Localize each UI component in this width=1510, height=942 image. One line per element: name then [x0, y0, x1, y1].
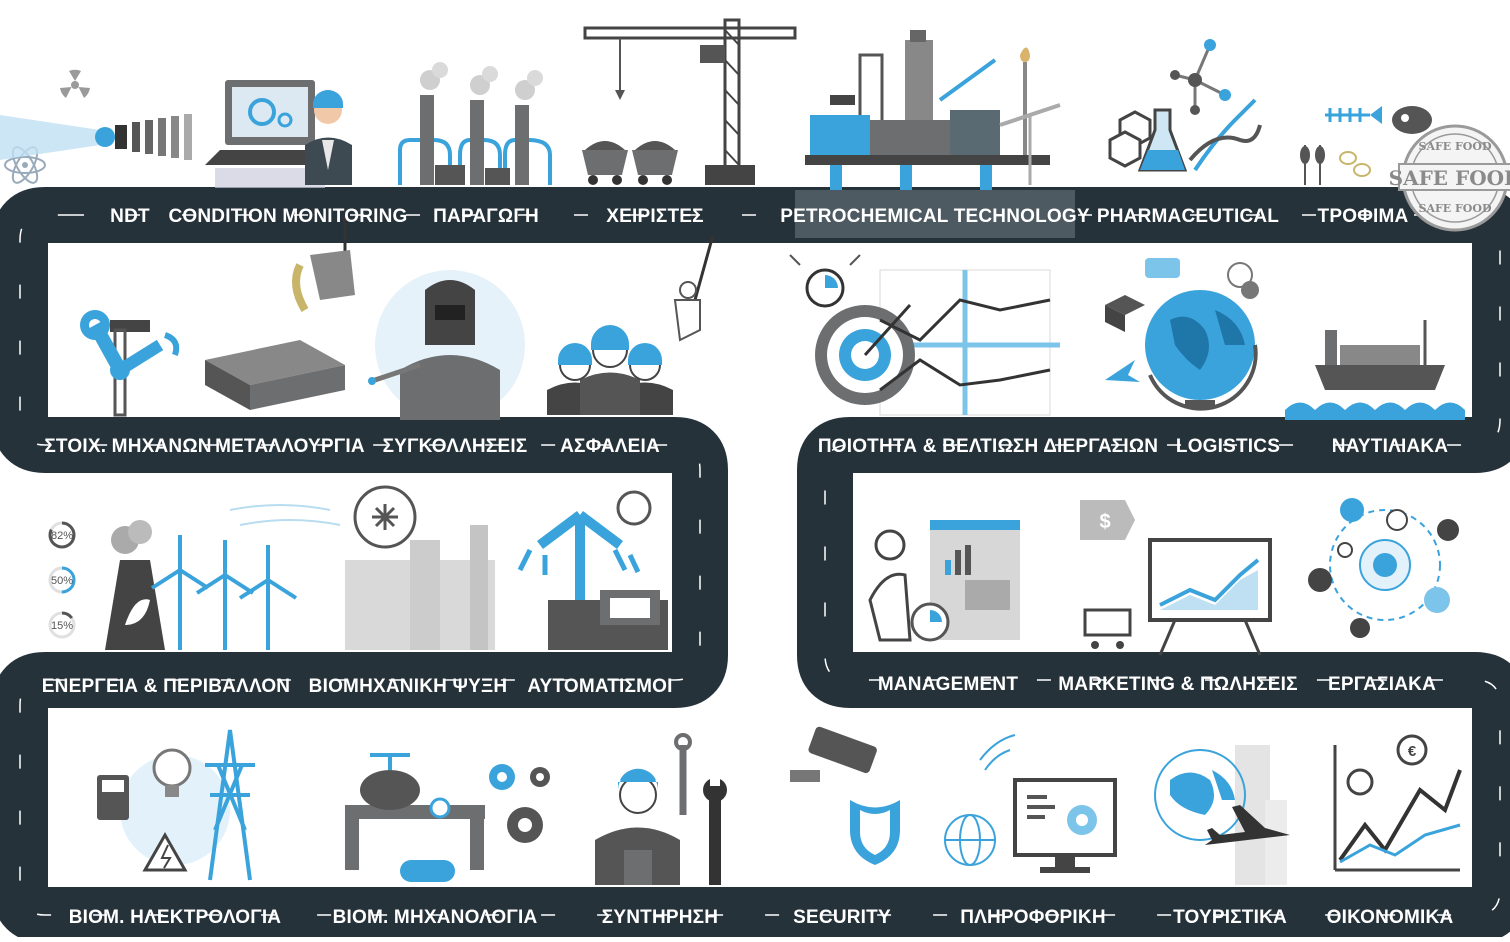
pouring-ladle-icon — [292, 215, 355, 313]
molecule-flask-icon — [1108, 39, 1262, 172]
coal-wagons-icon — [582, 141, 678, 185]
svg-text:$: $ — [1099, 511, 1110, 533]
label-logistics[interactable]: LOGISTICS — [1176, 436, 1280, 457]
label-viomixaniki-psyxi[interactable]: ΒΙΟΜΗΧΑΝΙΚΗ ΨΥΞΗ — [309, 676, 508, 697]
welder-icon — [368, 270, 525, 420]
climber-icon — [673, 234, 715, 342]
oil-platform-icon — [805, 30, 1061, 190]
label-ergasiaka[interactable]: ΕΡΓΑΣΙΑΚΑ — [1328, 674, 1436, 695]
steel-beams-icon — [205, 340, 345, 410]
gauge-15-text: 15% — [51, 620, 73, 632]
cooling-tower-icon — [105, 520, 165, 650]
label-oikonomika[interactable]: ΟΙΚΟΝΟΜΙΚΑ — [1327, 907, 1454, 928]
label-energeia[interactable]: ΕΝΕΡΓΕΙΑ & ΠΕΡΙΒΑΛΛΟΝ — [42, 676, 290, 697]
ultrasound-probe-icon — [95, 114, 192, 160]
wind-turbines-icon — [150, 504, 341, 650]
label-security[interactable]: SECURITY — [793, 907, 891, 928]
label-poiotita[interactable]: ΠΟΙΟΤΗΤΑ & ΒΕΛΤΙΩΣΗ ΔΙΕΡΓΑΣΙΩΝ — [818, 436, 1158, 457]
label-pharmaceutical[interactable]: PHARMACEUTICAL — [1097, 206, 1279, 227]
it-monitor-icon — [944, 734, 1117, 873]
management-icon — [868, 520, 1020, 642]
electrical-icon — [97, 729, 255, 881]
label-viom-ilektrologia[interactable]: ΒΙΟΜ. ΗΛΕΚΤΡΟΛΟΓΙΑ — [69, 907, 282, 928]
badge-bottom-text: SAFE FOOD — [1418, 202, 1491, 215]
tourism-icon — [1154, 745, 1290, 885]
highlight-box — [795, 190, 1075, 238]
label-management[interactable]: MANAGEMENT — [878, 674, 1018, 695]
label-ndt[interactable]: NDT — [110, 206, 150, 227]
network-people-icon — [1308, 498, 1459, 638]
marketing-icon: $ — [1080, 500, 1272, 656]
label-petrochemical-technology[interactable]: PETROCHEMICAL TECHNOLOGY — [780, 206, 1090, 227]
gauges-icon: 82% 50% 15% — [48, 521, 76, 639]
safe-food-badge: SAFE FOOD SAFE FOOD SAFE FOOD — [1389, 124, 1510, 232]
label-aytomatismoi[interactable]: ΑΥΤΟΜΑΤΙΣΜΟΙ — [527, 676, 672, 697]
label-pliroforiki[interactable]: ΠΛΗΡΟΦΟΡΙΚΗ — [960, 907, 1106, 928]
globe-logistics-icon — [1105, 258, 1259, 411]
row4-illustrations: € — [97, 726, 1462, 885]
laptop-engineer-icon — [205, 80, 352, 188]
valves-gears-icon — [345, 753, 550, 882]
robot-arm-icon — [80, 310, 180, 417]
gauge-82: 82% — [48, 521, 76, 549]
finance-chart-icon: € — [1333, 734, 1462, 872]
food-icons — [1300, 106, 1432, 185]
svg-text:€: € — [1408, 743, 1417, 760]
label-syntirisi[interactable]: ΣΥΝΤΗΡΗΣΗ — [602, 907, 718, 928]
label-viom-mixanologia[interactable]: ΒΙΟΜ. ΜΗΧΑΝΟΛΟΓΙΑ — [333, 907, 538, 928]
label-trofima[interactable]: ΤΡΟΦΙΜΑ — [1318, 206, 1409, 227]
label-stoix-mixanon[interactable]: ΣΤΟΙΧ. ΜΗΧΑΝΩΝ — [44, 436, 211, 457]
gauge-50-text: 50% — [51, 575, 73, 587]
label-condition-monitoring[interactable]: CONDITION MONITORING — [168, 206, 407, 227]
security-icon — [790, 726, 900, 865]
label-paragogi[interactable]: ΠΑΡΑΓΩΓΗ — [433, 206, 539, 227]
row3-illustrations: 82% 50% 15% — [48, 485, 1459, 656]
label-asfaleia[interactable]: ΑΣΦΑΛΕΙΑ — [560, 436, 660, 457]
refrigeration-plant-icon — [345, 485, 495, 650]
radiation-icon — [60, 69, 90, 98]
label-sygkolliseis[interactable]: ΣΥΓΚΟΛΛΗΣΕΙΣ — [383, 436, 528, 457]
road — [0, 187, 1510, 942]
label-naytiliaka[interactable]: ΝΑΥΤΙΛΙΑΚΑ — [1332, 436, 1448, 457]
labels: NDT CONDITION MONITORING ΠΑΡΑΓΩΓΗ ΧΕΙΡΙΣ… — [42, 206, 1454, 928]
target-chart-icon — [789, 254, 1060, 416]
cargo-ship-icon — [1285, 320, 1465, 420]
crane-icon — [583, 18, 797, 185]
gauge-82-text: 82% — [51, 530, 73, 542]
label-touristika[interactable]: ΤΟΥΡΙΣΤΙΚΑ — [1173, 907, 1287, 928]
label-xeiristes[interactable]: ΧΕΙΡΙΣΤΕΣ — [606, 206, 703, 227]
label-metallourgia[interactable]: ΜΕΤΑΛΛΟΥΡΓΙΑ — [215, 436, 365, 457]
row1-illustrations: SAFE FOOD SAFE FOOD SAFE FOOD — [0, 18, 1510, 232]
workers-helmets-icon — [547, 325, 673, 415]
maintenance-worker-icon — [595, 733, 727, 885]
row2-illustrations — [80, 215, 1465, 420]
badge-top-text: SAFE FOOD — [1418, 140, 1491, 153]
automation-robot-icon — [517, 490, 668, 650]
gauge-15: 15% — [48, 611, 76, 639]
factory-chimneys-icon — [398, 62, 552, 185]
gauge-50: 50% — [48, 566, 76, 594]
badge-main-text: SAFE FOOD — [1389, 166, 1510, 190]
label-marketing[interactable]: MARKETING & ΠΩΛΗΣΕΙΣ — [1058, 674, 1297, 695]
xray-beam — [0, 115, 100, 160]
